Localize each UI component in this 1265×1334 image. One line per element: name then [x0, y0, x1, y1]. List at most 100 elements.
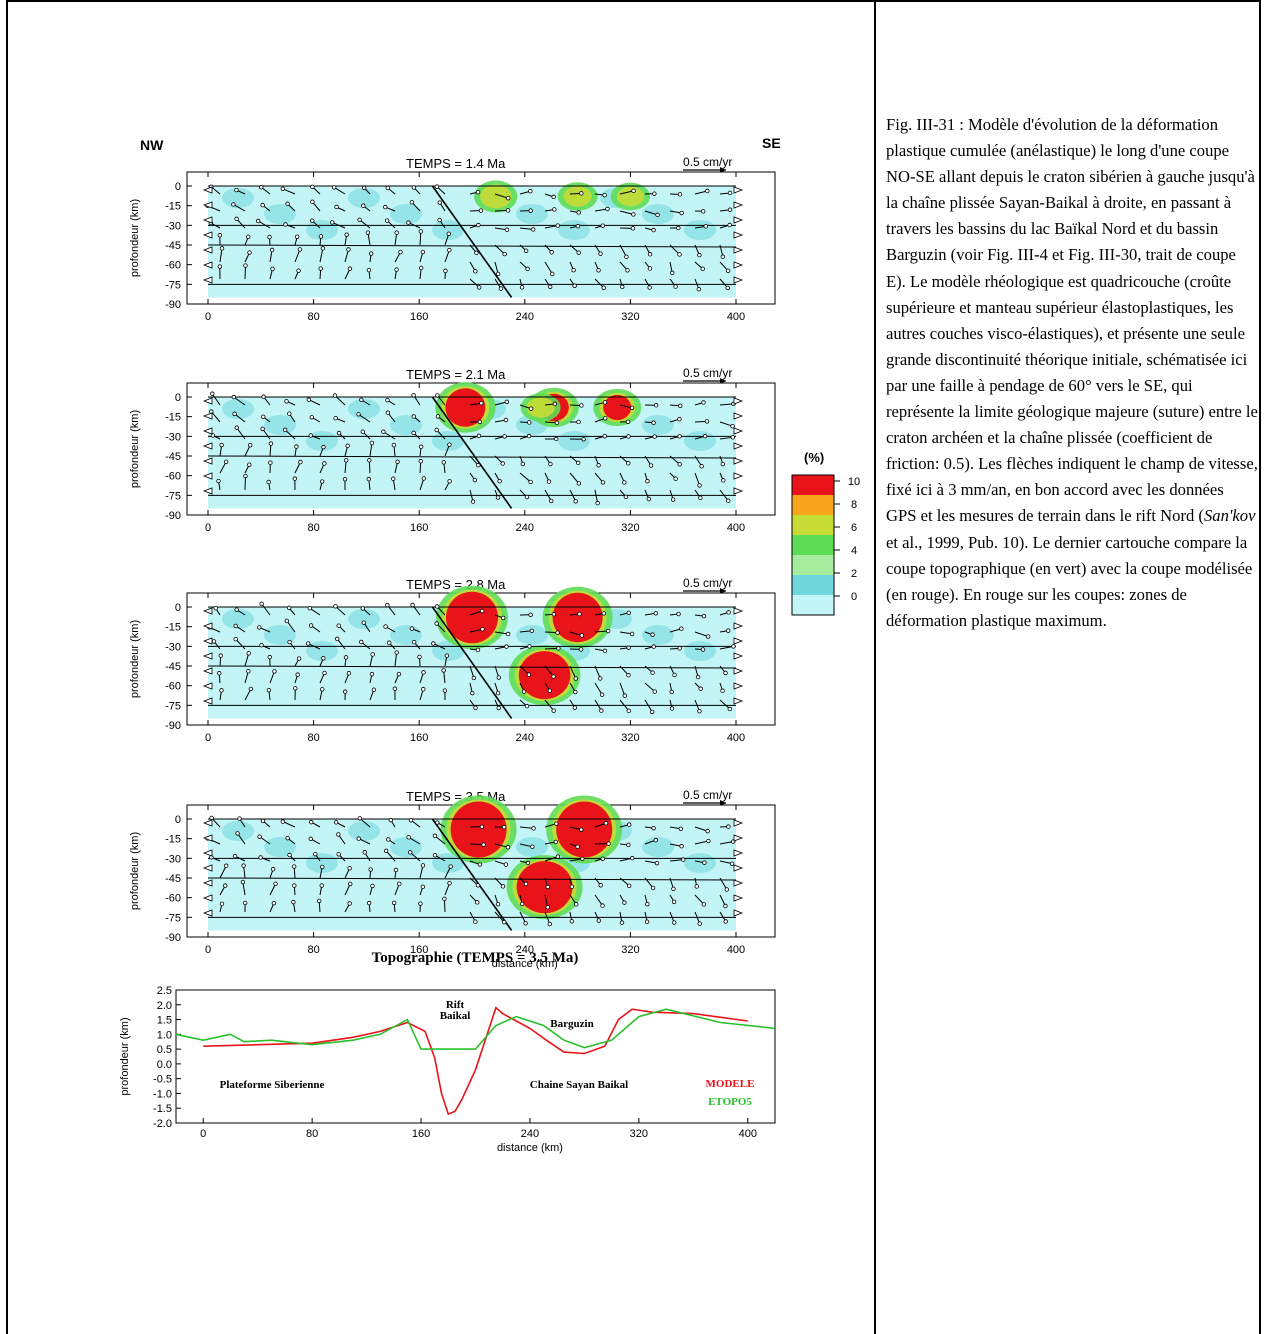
velocity-arrow-head	[520, 461, 526, 467]
velocity-arrow-head	[519, 901, 525, 907]
velocity-arrow-head	[480, 627, 485, 632]
y-axis-label: profondeur (km)	[129, 832, 141, 910]
velocity-arrow-head	[322, 461, 327, 466]
velocity-arrow	[544, 261, 553, 275]
velocity-arrow-head	[496, 705, 501, 711]
velocity-arrow-head	[442, 688, 448, 693]
velocity-arrow-head	[629, 631, 635, 637]
velocity-arrow-head	[626, 461, 631, 466]
velocity-arrow-head	[726, 628, 731, 633]
velocity-arrow	[619, 699, 630, 712]
velocity-arrow-head	[310, 184, 315, 189]
topo-y-tick-label: 1.0	[157, 1029, 172, 1041]
velocity-arrow-head	[342, 689, 348, 694]
y-axis-label: profondeur (km)	[129, 410, 141, 488]
velocity-arrow-head	[475, 883, 481, 888]
velocity-arrow-head	[547, 921, 553, 927]
velocity-arrow-head	[334, 636, 340, 642]
velocity-arrow-head	[233, 623, 238, 629]
velocity-arrow-head	[670, 497, 676, 502]
caption-author: San'kov	[1203, 506, 1256, 526]
velocity-arrow-head	[672, 672, 677, 678]
velocity-arrow-head	[496, 675, 501, 680]
orientation-se: SE	[762, 135, 781, 151]
caption-text: Fig. III-31 : Modèle d'évolution de la d…	[886, 112, 1258, 634]
legend-etopo5: ETOPO5	[708, 1096, 752, 1108]
boundary-arrow-left	[202, 246, 213, 254]
velocity-arrow-head	[418, 901, 423, 906]
velocity-arrow-head	[647, 252, 653, 257]
velocity-arrow-head	[706, 838, 711, 844]
velocity-arrow-head	[526, 672, 532, 677]
velocity-arrow-head	[651, 420, 656, 425]
topo-y-tick-label: -0.5	[153, 1074, 172, 1086]
velocity-arrow-head	[234, 216, 239, 222]
depth-tick-label: -15	[165, 622, 181, 634]
velocity-arrow-head	[284, 399, 289, 404]
velocity-arrow-head	[260, 202, 265, 208]
velocity-arrow-head	[356, 836, 361, 841]
velocity-arrow-head	[556, 646, 561, 651]
strain-zone-yellow	[526, 397, 555, 418]
velocity-arrow	[235, 638, 246, 650]
velocity-arrow-head	[357, 217, 362, 223]
velocity-arrow-head	[231, 394, 237, 400]
velocity-arrow	[519, 227, 534, 230]
velocity-arrow-head	[285, 201, 290, 206]
velocity-arrow-head	[531, 826, 536, 831]
boundary-arrow-left	[202, 834, 213, 842]
distance-tick-label: 240	[516, 732, 534, 744]
velocity-arrow-head	[678, 403, 683, 408]
velocity-arrow	[210, 411, 221, 423]
velocity-arrow-head	[705, 828, 710, 834]
velocity-arrow-head	[569, 884, 575, 889]
velocity-arrow-head	[549, 250, 554, 255]
velocity-arrow-head	[271, 900, 277, 906]
velocity-arrow-head	[219, 901, 225, 907]
depth-tick-label: -90	[165, 299, 181, 311]
strain-patch	[684, 220, 716, 240]
velocity-arrow-head	[553, 839, 559, 845]
velocity-arrow-head	[241, 863, 246, 868]
velocity-arrow-head	[296, 656, 302, 661]
panel-title: TEMPS = 2.1 Ma	[406, 367, 506, 382]
velocity-arrow-head	[681, 857, 686, 862]
annotation-chaine: Chaine Sayan Baikal	[530, 1079, 628, 1091]
velocity-arrow-head	[676, 611, 681, 617]
velocity-arrow-head	[232, 853, 238, 859]
colorbar-swatch	[792, 595, 834, 615]
depth-tick-label: -75	[165, 279, 181, 291]
depth-tick-label: 0	[175, 814, 181, 826]
strain-patch	[222, 399, 254, 419]
velocity-arrow-head	[505, 208, 511, 213]
distance-tick-label: 160	[410, 522, 428, 534]
velocity-arrow-head	[294, 444, 299, 449]
velocity-arrow-head	[476, 462, 481, 468]
velocity-arrow-head	[421, 670, 426, 675]
velocity-arrow-head	[673, 284, 678, 289]
annotation-plateforme: Plateforme Siberienne	[220, 1079, 325, 1091]
velocity-arrow-head	[501, 824, 507, 830]
velocity-arrow-head	[524, 494, 530, 500]
velocity-arrow-head	[418, 459, 423, 464]
velocity-arrow-head	[333, 416, 338, 421]
distance-tick-label: 160	[410, 732, 428, 744]
velocity-arrow-head	[545, 884, 550, 890]
velocity-arrow	[469, 843, 484, 846]
depth-tick-label: -60	[165, 260, 181, 272]
velocity-arrow-head	[549, 498, 554, 504]
boundary-arrow-right	[733, 487, 744, 495]
velocity-arrow-head	[473, 269, 478, 274]
velocity-arrow-head	[653, 611, 658, 616]
velocity-arrow-head	[598, 676, 603, 681]
colorbar-swatch	[792, 575, 834, 595]
velocity-arrow	[219, 865, 227, 879]
distance-tick-label: 0	[205, 311, 211, 323]
velocity-arrow-head	[477, 419, 483, 425]
depth-tick-label: -15	[165, 412, 181, 424]
velocity-arrow-head	[336, 852, 341, 857]
velocity-arrow-head	[619, 920, 625, 925]
velocity-arrow-head	[677, 192, 683, 197]
